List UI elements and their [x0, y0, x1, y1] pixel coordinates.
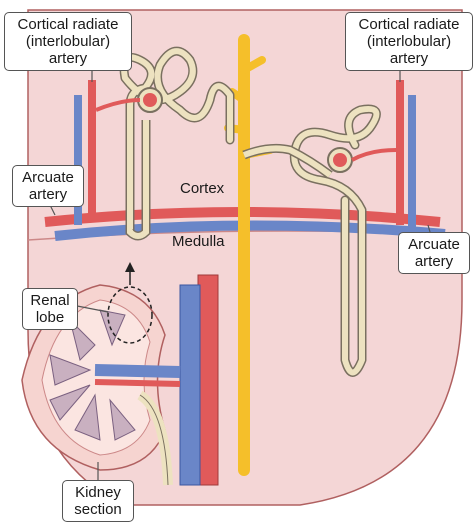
- leader-renal-lobe: [71, 304, 109, 313]
- leader-arcuate-right: [427, 224, 431, 233]
- cortical-radiate-vein-right: [408, 95, 416, 230]
- callout-kidney-section: Kidney section: [62, 480, 134, 522]
- cortical-radiate-vein-left: [74, 95, 82, 225]
- label-cortex: Cortex: [180, 180, 225, 197]
- cortical-radiate-artery-right: [396, 80, 404, 225]
- zoom-arrow-head: [125, 262, 135, 272]
- callout-cortical-left: Cortical radiate (interlobular) artery: [4, 12, 132, 71]
- callout-cortical-right: Cortical radiate (interlobular) artery: [345, 12, 473, 71]
- glomerulus-capillaries-right: [333, 153, 347, 167]
- collecting-duct-branch-1: [240, 56, 266, 74]
- cortical-radiate-artery-left: [88, 80, 96, 220]
- callout-arcuate-left: Arcuate artery: [12, 165, 84, 207]
- label-medulla: Medulla: [172, 233, 225, 250]
- renal-lobe-highlight: [107, 286, 153, 344]
- glomerulus-capillaries-left: [143, 93, 157, 107]
- afferent-arteriole-right: [351, 148, 397, 162]
- callout-arcuate-right: Arcuate artery: [398, 232, 470, 274]
- renal-vein-vertical: [179, 284, 201, 486]
- renal-artery-vertical: [197, 274, 219, 486]
- callout-renal-lobe: Renal lobe: [22, 288, 78, 330]
- kidney-section-illustration: [21, 284, 181, 486]
- afferent-arteriole-left: [95, 98, 141, 112]
